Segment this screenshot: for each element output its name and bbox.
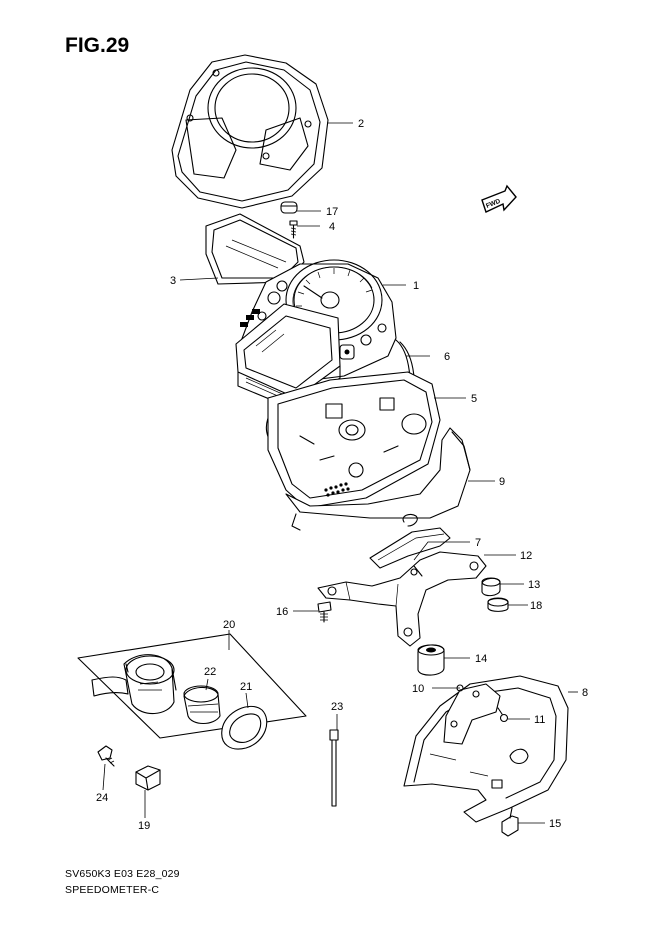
part-14-damper [417,644,445,676]
callout-13: 13 [528,579,540,591]
part-19-clip [135,765,161,791]
part-21-cushion [221,705,268,750]
callout-6: 6 [444,351,450,363]
part-18-collar [487,597,509,612]
part-5-meter-lower-case [267,371,441,509]
callout-5: 5 [471,393,477,405]
part-4-screw [289,220,298,239]
part-17-grommet [280,201,298,214]
part-2-meter-cover [171,54,329,209]
callout-16: 16 [276,606,288,618]
part-13-grommet [481,577,501,597]
callout-11: 11 [534,714,545,726]
part-20-socket-assembly-box [77,633,307,739]
part-11-screw [497,707,509,723]
part-16-bolt [317,601,332,623]
forward-direction-icon: FWD [481,184,517,213]
part-9-rear-case [285,427,471,531]
part-8-lower-cover [403,675,569,823]
figure-title: FIG.29 [65,34,129,57]
callout-7: 7 [475,537,481,549]
callout-22: 22 [204,666,216,678]
callout-3: 3 [170,275,176,287]
callout-8: 8 [582,687,588,699]
leader-lines [102,122,578,824]
part-1-speedometer-assembly [235,259,397,411]
part-23-cable-tie [329,729,339,807]
part-22-bulb [183,685,221,725]
part-12-mounting-bracket [317,551,487,647]
callout-2: 2 [358,118,364,130]
callout-24: 24 [96,792,108,804]
callout-23: 23 [331,701,343,713]
callout-9: 9 [499,476,505,488]
figure-name: SPEEDOMETER-C [65,884,159,896]
callout-19: 19 [138,820,150,832]
callout-21: 21 [240,681,252,693]
part-24-screw [97,745,115,767]
callout-17: 17 [326,206,338,218]
callout-15: 15 [549,818,561,830]
figure-code: SV650K3 E03 E28_029 [65,868,180,880]
callout-12: 12 [520,550,532,562]
callout-4: 4 [329,221,335,233]
part-7-screw [410,565,423,577]
part-15-screw [501,807,519,837]
callout-20: 20 [223,619,235,631]
callout-1: 1 [413,280,419,292]
callout-18: 18 [530,600,542,612]
callout-labels: 1 2 3 4 5 6 7 8 9 10 11 12 13 14 15 16 1… [96,118,588,832]
part-20-socket [91,654,177,715]
callout-10: 10 [412,683,424,695]
callout-14: 14 [475,653,487,665]
